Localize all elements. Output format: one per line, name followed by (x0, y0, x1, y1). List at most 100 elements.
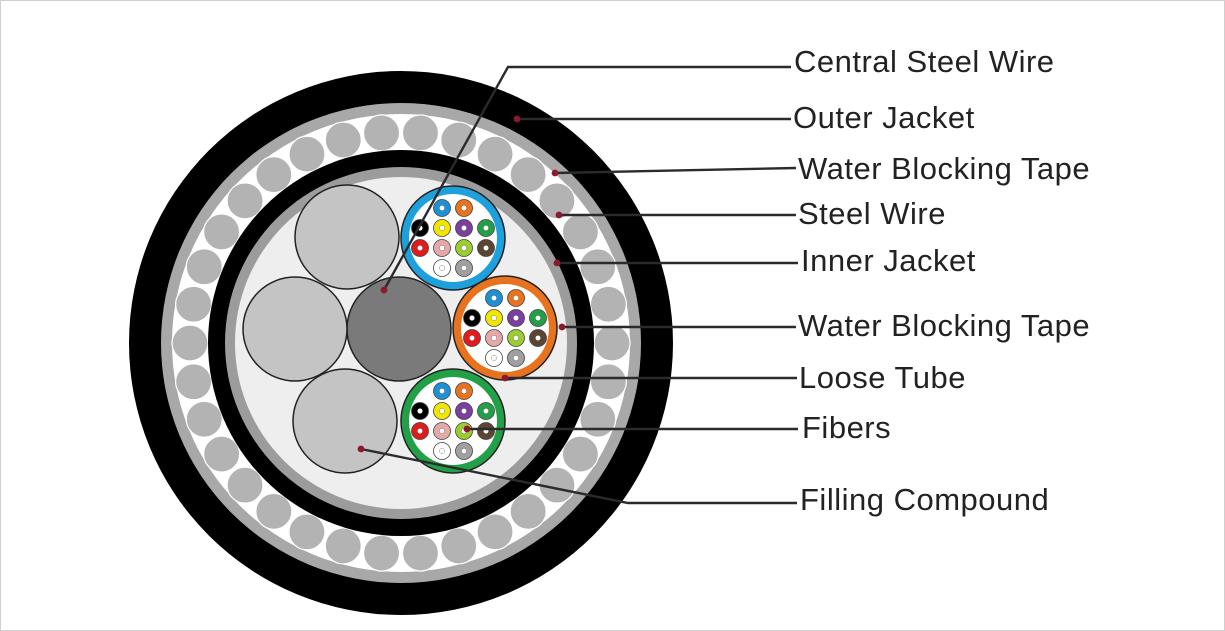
fiber-core (491, 315, 497, 321)
fiber-core (439, 245, 445, 251)
fiber-core (513, 315, 519, 321)
fiber-core (439, 265, 445, 271)
fiber-core (439, 408, 445, 414)
leader-steel-wire-dot (555, 211, 563, 219)
fiber-core (513, 335, 519, 341)
fiber-core (483, 408, 489, 414)
fiber-core (417, 428, 423, 434)
fiber-core (483, 225, 489, 231)
fiber-core (439, 225, 445, 231)
fiber-core (439, 388, 445, 394)
cable-cross-section (129, 71, 673, 615)
fiber-core (461, 388, 467, 394)
steel-wire (440, 527, 478, 565)
loose-tube (400, 185, 506, 291)
loose-tube-gel (409, 194, 497, 282)
fiber-core (461, 225, 467, 231)
steel-wire (476, 135, 514, 173)
label-water-blocking-tape-inner: Water Blocking Tape (798, 308, 1091, 343)
steel-wire (324, 527, 362, 565)
filler-rod (292, 368, 398, 474)
label-inner-jacket: Inner Jacket (801, 243, 976, 278)
steel-wire (561, 213, 599, 251)
label-central-steel-wire: Central Steel Wire (794, 44, 1055, 79)
fiber-core (513, 355, 519, 361)
steel-wire (509, 492, 547, 530)
steel-wire (255, 492, 293, 530)
leader-inner-jacket-dot (553, 259, 561, 267)
leader-outer-jacket-dot (513, 115, 521, 123)
fiber-core (535, 335, 541, 341)
steel-wire (440, 121, 478, 159)
steel-wire (561, 435, 599, 473)
fiber-core (417, 245, 423, 251)
steel-wire (185, 400, 223, 438)
leader-lines (357, 65, 798, 505)
fiber-core (461, 245, 467, 251)
steel-wire (185, 248, 223, 286)
leader-fibers-dot (463, 425, 471, 433)
fiber-core (461, 265, 467, 271)
leader-central-steel-wire (382, 65, 791, 291)
steel-wire (174, 363, 213, 401)
steel-wire (226, 182, 264, 220)
steel-wire (538, 182, 576, 220)
steel-wire (226, 466, 264, 504)
label-filling-compound: Filling Compound (800, 482, 1050, 517)
fiber-core (491, 335, 497, 341)
steel-wire (579, 248, 617, 286)
fiber-core (491, 355, 497, 361)
leader-filling-compound (360, 447, 797, 505)
label-loose-tube: Loose Tube (799, 360, 967, 395)
steel-wire (288, 513, 326, 551)
fiber-core (469, 315, 475, 321)
steel-wire (589, 363, 628, 401)
fiber-core (491, 295, 497, 301)
steel-wire (203, 435, 241, 473)
steel-wire (255, 156, 293, 194)
steel-wire (401, 114, 440, 152)
steel-wire (171, 324, 209, 362)
fiber-core (439, 428, 445, 434)
central-steel-wire (346, 276, 452, 382)
steel-wire (203, 213, 241, 251)
steel-wire (589, 285, 628, 323)
filler-rod (242, 276, 348, 382)
fiber-core (483, 245, 489, 251)
steel-wire (509, 156, 547, 194)
label-fibers: Fibers (802, 410, 892, 445)
fiber-core (439, 448, 445, 454)
fiber-core (535, 315, 541, 321)
loose-tube (400, 368, 506, 474)
leader-central-steel-wire-dot (380, 286, 388, 294)
fiber-core (461, 448, 467, 454)
leader-loose-tube-dot (501, 374, 509, 382)
label-water-blocking-tape-outer: Water Blocking Tape (798, 151, 1091, 186)
label-steel-wire: Steel Wire (798, 196, 946, 231)
fiber-core (417, 408, 423, 414)
fiber-core (461, 408, 467, 414)
steel-wire (401, 534, 440, 572)
steel-wire (476, 513, 514, 551)
leader-filling-compound-dot (357, 445, 365, 453)
leader-water-blocking-tape-outer (554, 166, 797, 175)
fiber-core (439, 205, 445, 211)
steel-wire (288, 135, 326, 173)
steel-wire (579, 400, 617, 438)
leader-water-blocking-tape-inner-dot (558, 323, 566, 331)
steel-wire (324, 121, 362, 159)
fiber-core (513, 295, 519, 301)
fiber-core (461, 205, 467, 211)
steel-wire (593, 324, 631, 362)
label-outer-jacket: Outer Jacket (793, 100, 975, 135)
filler-rod (294, 184, 400, 290)
loose-tube-gel (461, 284, 549, 372)
steel-wire (174, 285, 213, 323)
leader-water-blocking-tape-outer-dot (551, 169, 559, 177)
steel-wire (362, 114, 401, 152)
steel-wire (362, 534, 401, 572)
loose-tube (452, 275, 558, 381)
fiber-core (469, 335, 475, 341)
